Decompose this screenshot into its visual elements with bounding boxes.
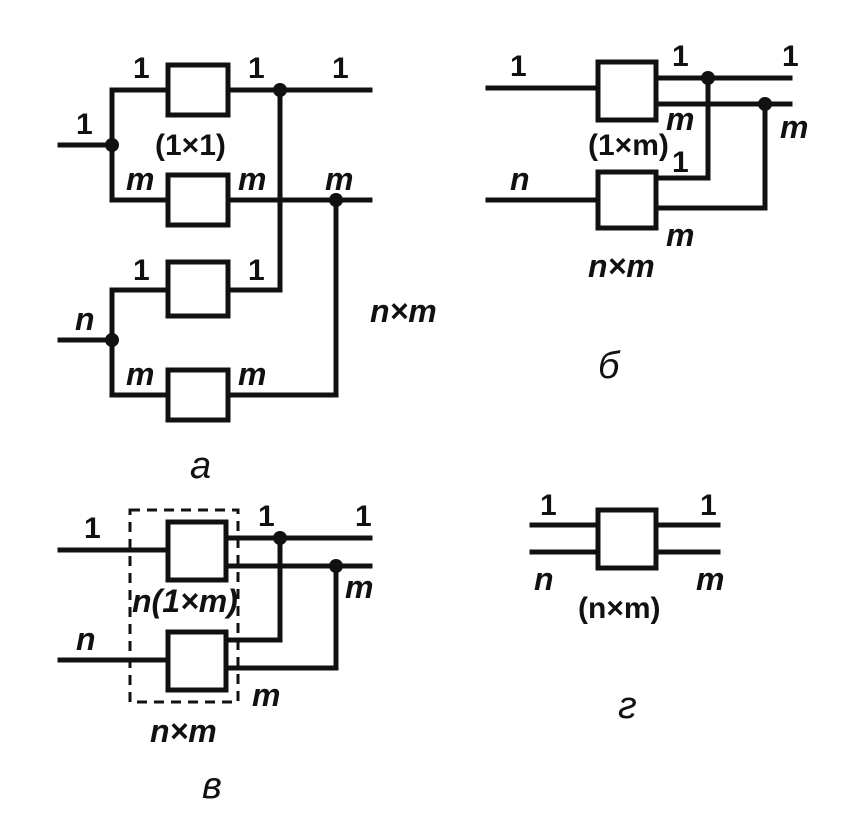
label: m [666, 101, 694, 137]
label: 1 [84, 512, 101, 545]
switch-box [595, 507, 659, 571]
switch-box [165, 367, 231, 423]
label: m [780, 109, 808, 145]
label: n×m [370, 293, 437, 329]
label: 1 [133, 52, 150, 85]
label: m [126, 161, 154, 197]
label: 1 [782, 40, 799, 73]
label: m [696, 561, 724, 597]
switch-box [595, 59, 659, 123]
label: 1 [700, 489, 717, 522]
switch-box [595, 169, 659, 231]
box-title: (n×m) [578, 592, 661, 625]
label: n×m [588, 248, 655, 284]
group-outline [128, 508, 240, 704]
caption: г [618, 685, 637, 727]
label: m [238, 356, 266, 392]
label: 1 [672, 40, 689, 73]
label: 1 [672, 146, 689, 179]
label: n [76, 621, 96, 657]
label: m [238, 161, 266, 197]
caption: б [598, 345, 621, 387]
caption: а [190, 445, 211, 487]
label: 1 [133, 254, 150, 287]
label: m [252, 677, 280, 713]
diagram-a: 1 1 1 1 (1×1) m m m 1 1 n n×m m m а [57, 52, 437, 487]
caption: в [202, 765, 222, 807]
switch-box [165, 62, 231, 118]
switch-box [165, 629, 229, 693]
junction-dot [105, 138, 119, 152]
label: n×m [150, 713, 217, 749]
box-title: (1×m) [588, 129, 669, 162]
junction-dot [105, 333, 119, 347]
label: 1 [540, 489, 557, 522]
box-title: (1×1) [155, 129, 226, 162]
label: n [534, 561, 554, 597]
switch-box [165, 172, 231, 228]
group-title: n(1×m) [132, 583, 238, 619]
label: 1 [510, 50, 527, 83]
label: m [345, 569, 373, 605]
label: n [510, 161, 530, 197]
label: 1 [258, 500, 275, 533]
label: 1 [248, 52, 265, 85]
switch-box [165, 519, 229, 583]
label: 1 [76, 108, 93, 141]
label: m [325, 161, 353, 197]
diagram-g: 1 1 n m (n×m) г [529, 489, 724, 727]
label: m [126, 356, 154, 392]
diagram-b: 1 1 1 m m (1×m) 1 n m n×m б [485, 40, 808, 387]
label: 1 [355, 500, 372, 533]
diagram-v: 1 1 1 m n(1×m) n m n×m в [57, 500, 373, 807]
label: 1 [332, 52, 349, 85]
label: n [75, 301, 95, 337]
label: m [666, 217, 694, 253]
label: 1 [248, 254, 265, 287]
switch-box [165, 259, 231, 319]
